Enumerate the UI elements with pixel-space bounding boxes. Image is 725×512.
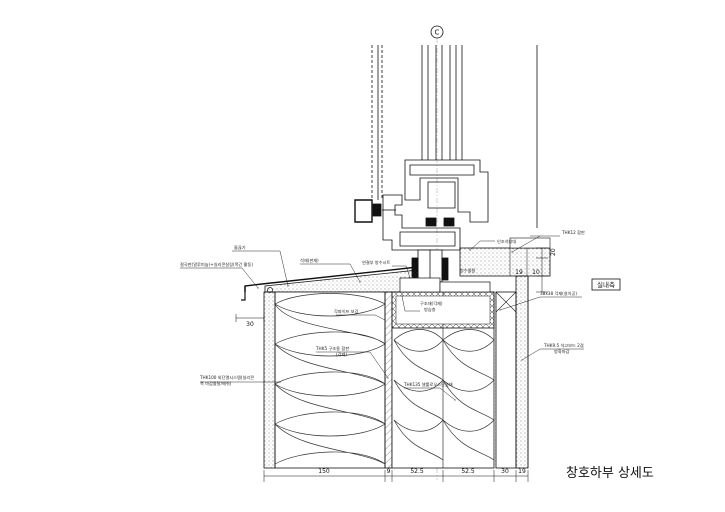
svg-text:THK12 합판: THK12 합판: [561, 229, 585, 235]
exterior-insulation: [274, 291, 386, 469]
wall-framing: [391, 277, 497, 469]
svg-text:38x38 각재(설치공): 38x38 각재(설치공): [540, 290, 577, 297]
svg-text:방수몰탈: 방수몰탈: [460, 267, 476, 274]
svg-text:물끊기: 물끊기: [234, 244, 246, 251]
svg-text:19: 19: [515, 269, 523, 276]
svg-text:인조석창대: 인조석창대: [497, 238, 516, 245]
svg-text:절곡판(알루미늄)+실리콘실링(폭간 활동): 절곡판(알루미늄)+실리콘실링(폭간 활동): [180, 261, 253, 268]
svg-text:THK135 셀룰로오스단열재: THK135 셀룰로오스단열재: [403, 381, 453, 388]
svg-text:연결부 방수시트: 연결부 방수시트: [362, 259, 390, 266]
svg-text:(각재): (각재): [336, 351, 347, 358]
svg-text:C: C: [435, 29, 440, 37]
svg-text:150: 150: [318, 468, 330, 475]
svg-text:방습층: 방습층: [424, 306, 436, 312]
svg-text:20: 20: [550, 248, 557, 256]
svg-text:THK9.5 석고보드 2겹: THK9.5 석고보드 2겹: [543, 342, 584, 349]
svg-text:19: 19: [518, 468, 526, 475]
svg-text:구조재(각재): 구조재(각재): [420, 300, 443, 307]
interior-sill-board: [459, 237, 551, 277]
dimension-lines: [235, 247, 548, 482]
svg-text:52.5: 52.5: [410, 468, 424, 475]
svg-text:실내측: 실내측: [597, 280, 615, 289]
svg-text:10: 10: [532, 269, 540, 276]
window-frame: [354, 45, 538, 283]
svg-text:30: 30: [501, 468, 509, 475]
svg-text:방화마감: 방화마감: [554, 348, 570, 355]
exterior-finish: [263, 291, 276, 469]
interior-lining: [495, 275, 529, 469]
svg-text:30: 30: [246, 321, 254, 328]
svg-text:9: 9: [387, 468, 391, 475]
svg-text:각파이프 보강: 각파이프 보강: [334, 308, 359, 315]
dimension-texts: 150 9 52.5 52.5 30 19 19 10 20 30: [246, 248, 557, 475]
svg-text:52.5: 52.5: [461, 468, 475, 475]
svg-text:THK5 구조용 합판: THK5 구조용 합판: [315, 345, 349, 352]
annotations: [180, 235, 584, 401]
svg-text:폭 마감몰탈/메쉬): 폭 마감몰탈/메쉬): [200, 380, 232, 387]
room-label: 실내측: [591, 278, 621, 291]
structural-panel: [384, 291, 393, 469]
drawing-title: 창호하부 상세도: [566, 466, 654, 481]
note-texts: 인조석창대 THK12 합판 방수몰탈 절곡판(알루미늄)+실리콘실링(폭간 활…: [180, 229, 585, 388]
svg-text:THK100 외단열시스템(실리콘: THK100 외단열시스템(실리콘: [199, 374, 254, 381]
svg-text:석재(판재): 석재(판재): [300, 257, 319, 264]
